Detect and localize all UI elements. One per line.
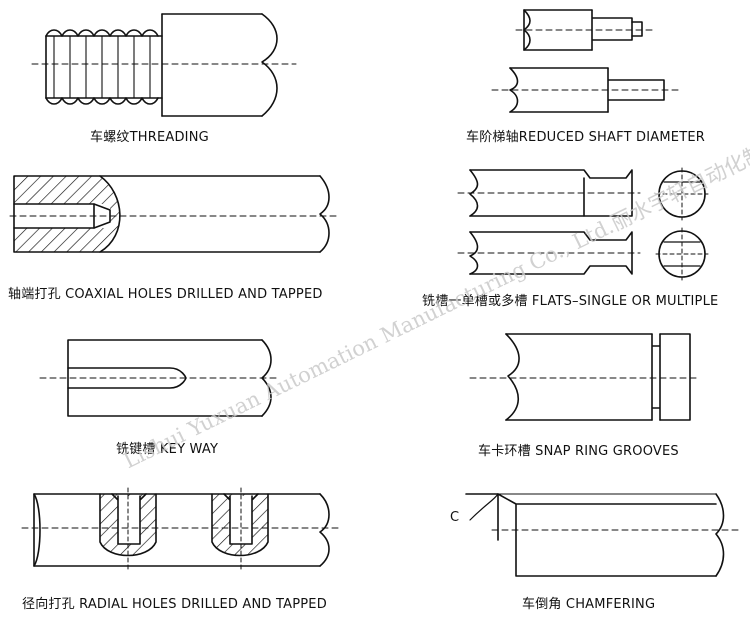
coaxial-holes-diagram [9,175,341,253]
caption-reduced-shaft: 车阶梯轴REDUCED SHAFT DIAMETER [466,130,706,145]
caption-threading: 车螺纹THREADING [90,130,209,145]
thread-profile-top [45,29,159,37]
caption-coaxial-holes: 轴端打孔 COAXIAL HOLES DRILLED AND TAPPED [8,287,323,302]
caption-chamfering: 车倒角 CHAMFERING [522,597,656,612]
snap-ring-diagram [469,333,701,421]
reduced-shaft-diagram [491,9,681,113]
flats-diagram [457,167,709,281]
chamfer-angle-label: C [450,510,460,525]
key-way-diagram [39,339,281,417]
caption-radial-holes: 径向打孔 RADIAL HOLES DRILLED AND TAPPED [22,597,327,612]
thread-profile-bottom [45,97,159,105]
thread-crests [45,35,163,99]
caption-flats: 铣槽一单槽或多槽 FLATS–SINGLE OR MULTIPLE [422,294,719,309]
caption-key-way: 铣键槽 KEY WAY [116,442,219,457]
caption-snap-ring: 车卡环槽 SNAP RING GROOVES [478,444,679,459]
threading-diagram [31,13,297,117]
radial-holes-diagram [21,487,341,573]
chamfering-diagram [465,493,741,577]
